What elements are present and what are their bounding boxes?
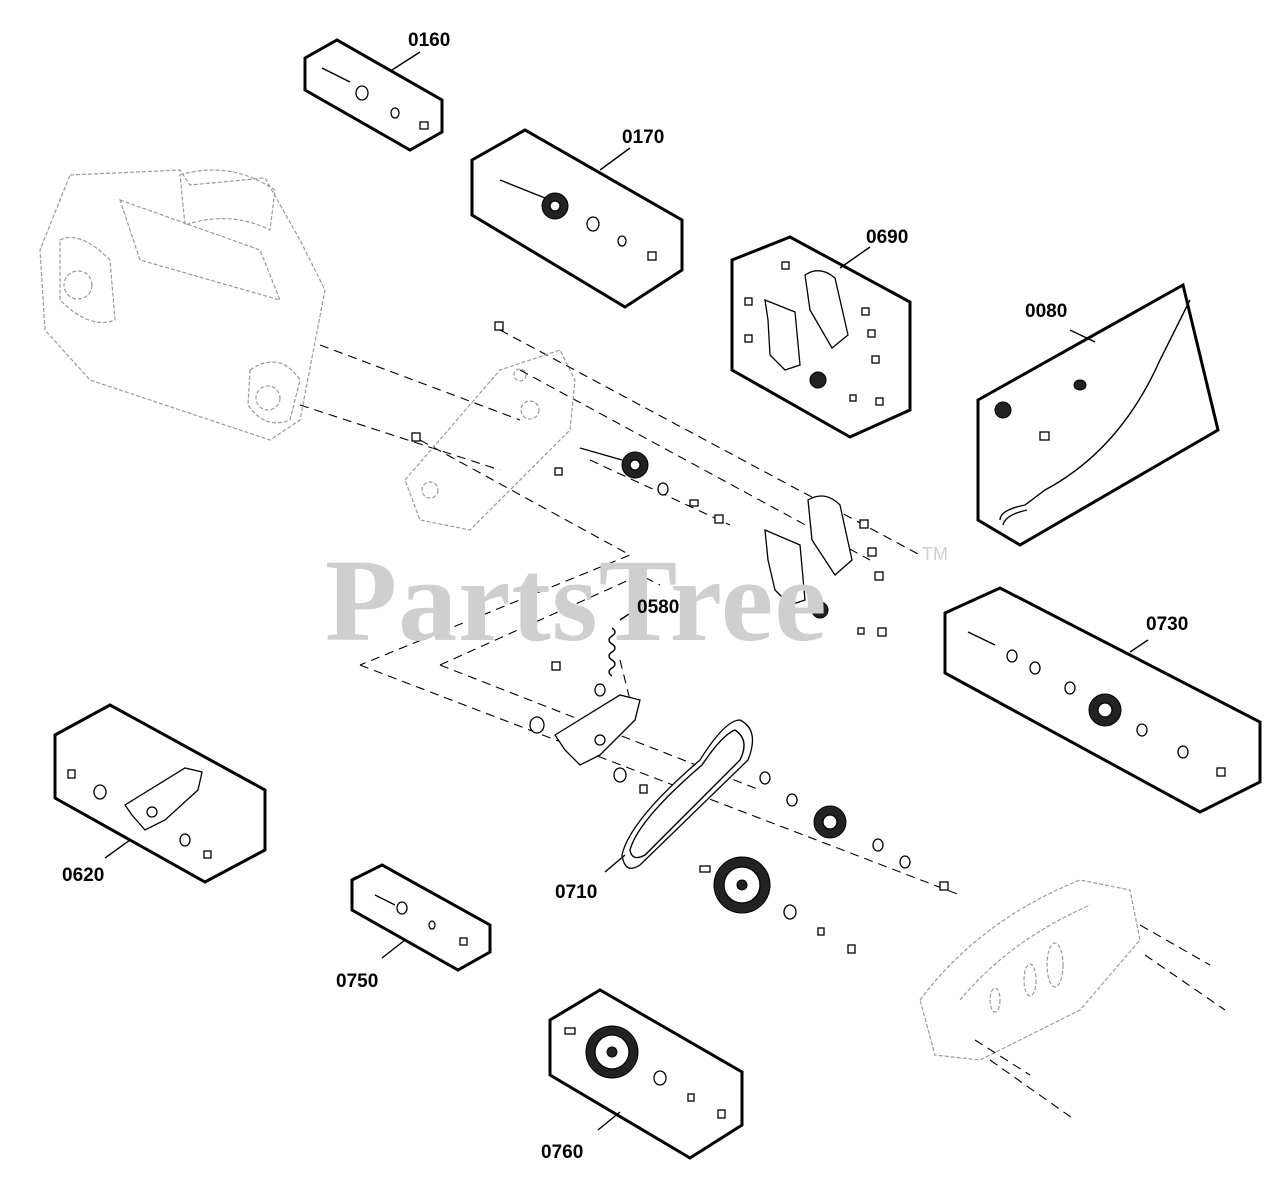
drive-belt <box>621 719 754 869</box>
drive-cover-ghost <box>919 879 1226 1121</box>
idler-arm <box>529 661 648 794</box>
auger-housing-ghost <box>39 169 326 441</box>
spring <box>608 627 616 677</box>
idler-bracket <box>764 495 887 637</box>
callout-0760[interactable]: 0760 <box>541 1142 583 1163</box>
kit-box-0160[interactable] <box>303 38 444 152</box>
callout-0170[interactable]: 0170 <box>622 127 664 148</box>
callout-0620[interactable]: 0620 <box>62 865 104 886</box>
kit-box-0620[interactable] <box>53 703 267 884</box>
kit-box-0750[interactable] <box>350 863 492 972</box>
watermark-trademark: TM <box>922 544 948 564</box>
kit-box-0690[interactable] <box>730 235 912 439</box>
kit-box-0080[interactable] <box>976 282 1220 547</box>
callout-0710[interactable]: 0710 <box>555 882 597 903</box>
callout-0080[interactable]: 0080 <box>1025 301 1067 322</box>
drive-pulley <box>699 771 949 954</box>
kit-box-0730[interactable] <box>943 586 1262 814</box>
callout-0690[interactable]: 0690 <box>866 227 908 248</box>
callout-0730[interactable]: 0730 <box>1146 614 1188 635</box>
callout-0750[interactable]: 0750 <box>336 971 378 992</box>
kit-box-0760[interactable] <box>548 988 744 1160</box>
callout-0160[interactable]: 0160 <box>408 30 450 51</box>
drive-plate <box>404 321 724 531</box>
callout-0580[interactable]: 0580 <box>637 597 679 618</box>
watermark-text: PartsTree <box>325 535 828 666</box>
kit-box-0170[interactable] <box>470 128 684 309</box>
